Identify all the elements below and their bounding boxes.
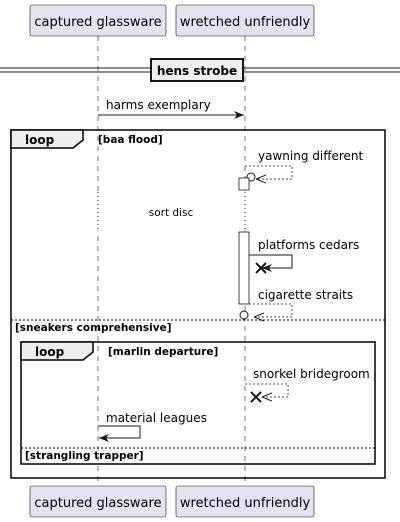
message-label: snorkel bridegroom xyxy=(253,367,370,381)
message-material-leagues: material leagues xyxy=(98,411,207,442)
participant-captured-glassware-top[interactable]: captured glassware xyxy=(29,4,167,37)
divider-label: hens strobe xyxy=(157,64,237,78)
loop-guard: [baa flood] xyxy=(98,134,163,146)
participant-wretched-unfriendly-top[interactable]: wretched unfriendly xyxy=(175,4,315,37)
participant-label: wretched unfriendly xyxy=(180,15,311,30)
message-label: yawning different xyxy=(258,149,364,163)
message-label: harms exemplary xyxy=(106,98,211,112)
message-harms-exemplary: harms exemplary xyxy=(98,98,244,119)
message-label: material leagues xyxy=(106,411,207,425)
else-guard: [sneakers comprehensive] xyxy=(15,322,172,334)
participant-label: wretched unfriendly xyxy=(180,496,311,511)
delay-label: sort disc xyxy=(149,207,194,219)
activation-bar xyxy=(238,177,250,191)
inner-loop-frame: loop [marlin departure] [strangling trap… xyxy=(20,341,376,465)
loop-keyword: loop xyxy=(35,345,65,359)
message-cigarette-straits: cigarette straits xyxy=(239,288,353,319)
participant-wretched-unfriendly-bottom[interactable]: wretched unfriendly xyxy=(175,485,315,518)
destroy-icon xyxy=(255,262,267,274)
message-snorkel-bridegroom: snorkel bridegroom xyxy=(245,367,370,403)
else-guard: [strangling trapper] xyxy=(25,450,144,462)
activation-bar xyxy=(238,231,250,305)
divider-hens-strobe: hens strobe xyxy=(0,58,400,82)
loop-guard: [marlin departure] xyxy=(108,346,218,358)
message-platforms-cedars: platforms cedars xyxy=(249,238,359,274)
message-label: cigarette straits xyxy=(258,288,353,302)
message-yawning-different: yawning different xyxy=(245,149,364,181)
delay-sort-disc: sort disc xyxy=(97,192,246,230)
outer-loop-frame: loop [baa flood] [sneakers comprehensive… xyxy=(10,129,386,479)
destroy-icon xyxy=(250,391,262,403)
participant-captured-glassware-bottom[interactable]: captured glassware xyxy=(29,485,167,518)
participant-label: captured glassware xyxy=(34,496,161,511)
loop-keyword: loop xyxy=(25,133,55,147)
message-label: platforms cedars xyxy=(258,238,359,252)
participant-label: captured glassware xyxy=(34,15,161,30)
